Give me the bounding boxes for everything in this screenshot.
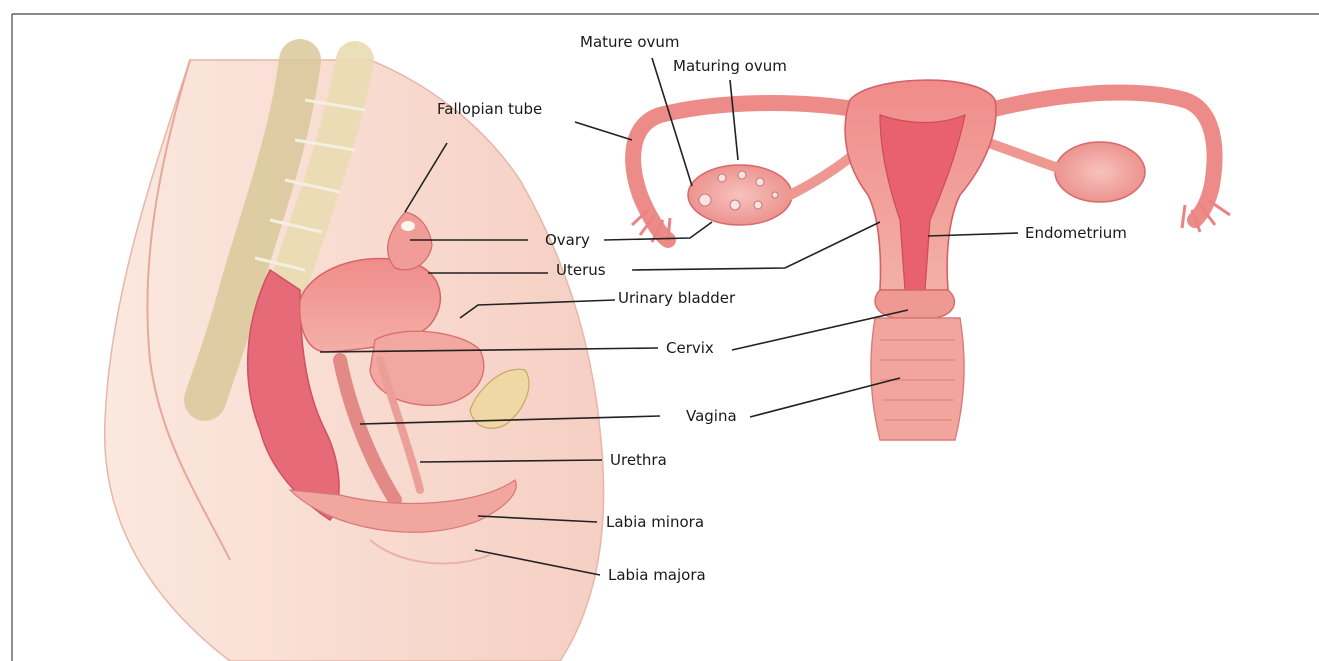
label-mature-ovum: Mature ovum — [580, 33, 680, 51]
ovary-section-highlight — [401, 221, 415, 231]
right-ovarian-ligament — [980, 140, 1058, 168]
frontal-uterus-illustration — [632, 80, 1230, 440]
leader-fallopian-tube-right — [575, 122, 632, 140]
label-urinary-bladder: Urinary bladder — [618, 289, 736, 307]
label-endometrium: Endometrium — [1025, 224, 1127, 242]
leader-maturing-ovum — [730, 80, 738, 160]
label-ovary: Ovary — [545, 231, 590, 249]
sagittal-section-illustration — [105, 60, 604, 661]
label-fallopian-tube: Fallopian tube — [437, 100, 542, 118]
right-ovary — [1055, 142, 1145, 202]
label-urethra: Urethra — [610, 451, 667, 469]
label-maturing-ovum: Maturing ovum — [673, 57, 787, 75]
cervix-frontal — [875, 290, 954, 318]
vagina-frontal — [871, 318, 964, 440]
label-vagina: Vagina — [686, 407, 737, 425]
label-labia-majora: Labia majora — [608, 566, 706, 584]
label-labia-minora: Labia minora — [606, 513, 704, 531]
label-cervix: Cervix — [666, 339, 714, 357]
label-uterus: Uterus — [556, 261, 606, 279]
